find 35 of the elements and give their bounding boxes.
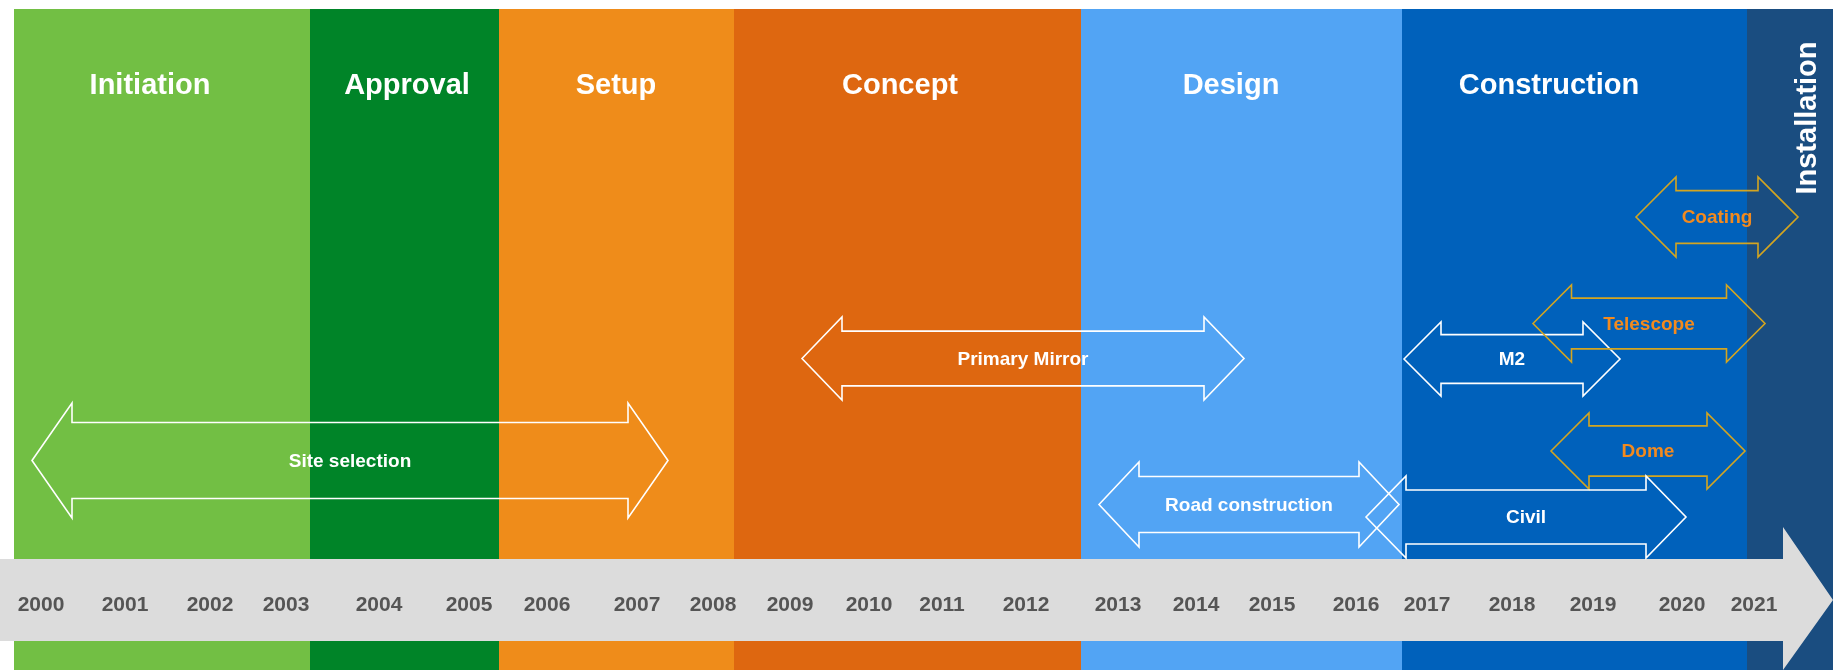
year-label: 2020 [1658, 592, 1706, 616]
year-label: 2012 [1002, 592, 1050, 616]
year-label: 2021 [1730, 592, 1778, 616]
year-label: 2009 [766, 592, 814, 616]
year-label: 2004 [355, 592, 403, 616]
year-label: 2014 [1172, 592, 1220, 616]
year-label: 2000 [17, 592, 65, 616]
task-label: Dome [1620, 440, 1676, 462]
year-label: 2005 [445, 592, 493, 616]
year-label: 2015 [1248, 592, 1296, 616]
year-label: 2008 [689, 592, 737, 616]
year-label: 2010 [845, 592, 893, 616]
year-label: 2019 [1569, 592, 1617, 616]
year-label: 2018 [1488, 592, 1536, 616]
phase-heading: Initiation [89, 68, 211, 101]
task-label: M2 [1497, 348, 1527, 370]
phase-heading: Concept [842, 68, 958, 101]
year-label: 2016 [1332, 592, 1380, 616]
year-label: 2006 [523, 592, 571, 616]
task-label: Telescope [1602, 312, 1696, 335]
year-label: 2013 [1094, 592, 1142, 616]
phase-heading: Setup [575, 68, 657, 101]
year-label: 2001 [101, 592, 149, 616]
year-label: 2017 [1403, 592, 1451, 616]
year-label: 2007 [613, 592, 661, 616]
year-label: 2003 [262, 592, 310, 616]
year-label: 2011 [919, 592, 965, 616]
year-label: 2002 [186, 592, 234, 616]
task-label: Civil [1504, 506, 1548, 528]
task-label: Road construction [1164, 493, 1334, 516]
phase-heading: Approval [344, 68, 470, 101]
phase-heading: Installation [1789, 41, 1823, 195]
phase-heading: Construction [1458, 68, 1640, 101]
task-label: Coating [1680, 206, 1754, 228]
phase-heading: Design [1182, 68, 1280, 101]
